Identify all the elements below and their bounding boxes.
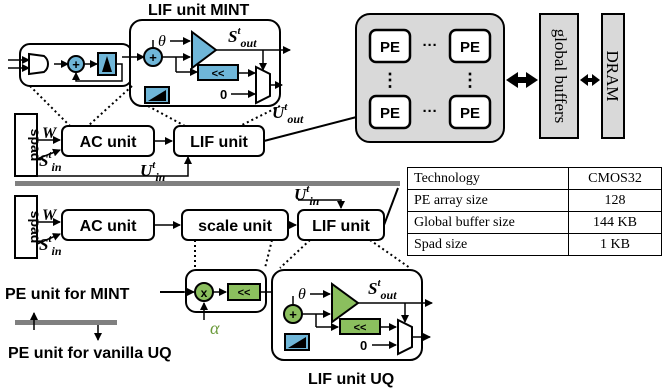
membrane-out-label: Utout — [272, 101, 304, 126]
table-row: Spad size 1 KB — [407, 233, 662, 256]
spike-in-top-label: Stin — [39, 149, 62, 174]
spec-table: Technology CMOS32 PE array size 128 Glob… — [407, 167, 662, 256]
svg-text:θ: θ — [158, 33, 166, 50]
lif-uq-comparator — [331, 282, 360, 324]
dram-box — [601, 13, 625, 139]
pe-top-left — [368, 28, 412, 64]
spec-value: 144 KB — [568, 211, 662, 234]
arrow-buffers-dram — [580, 74, 600, 86]
lif-mint-title: LIF unit MINT — [148, 2, 250, 19]
arrow-pe-buffers — [506, 72, 538, 88]
pe-bottom-right — [448, 94, 492, 130]
table-row: Global buffer size 144 KB — [407, 211, 662, 234]
svg-text:+: + — [72, 57, 80, 72]
svg-text:+: + — [289, 307, 297, 322]
svg-text:global buffers: global buffers — [551, 29, 570, 124]
legend-divider — [15, 320, 117, 325]
svg-text:···: ··· — [423, 103, 438, 120]
spec-label: PE array size — [407, 189, 569, 212]
svg-text:⋮: ⋮ — [381, 70, 399, 90]
global-buffers-box — [539, 13, 579, 139]
svg-text:θ: θ — [298, 286, 306, 303]
svg-text:<<: << — [212, 68, 225, 80]
spec-value: 1 KB — [568, 233, 662, 256]
membrane-in-bottom-label: Utin — [294, 183, 320, 208]
svg-text:+: + — [149, 50, 157, 65]
membrane-in-top-label: Utin — [140, 159, 166, 184]
spad-bottom — [14, 195, 38, 259]
svg-text:⋮: ⋮ — [461, 70, 479, 90]
svg-text:AC unit: AC unit — [80, 134, 138, 151]
pe-top-right — [448, 28, 492, 64]
svg-text:PE: PE — [380, 105, 400, 122]
svg-text:spad: spad — [28, 129, 44, 162]
lif-uq-title: LIF unit UQ — [308, 371, 394, 388]
svg-text:spad: spad — [28, 211, 44, 244]
svg-text:scale unit: scale unit — [198, 218, 272, 235]
alpha-label: α — [210, 318, 220, 338]
svg-text:0: 0 — [360, 338, 367, 353]
svg-text:LIF unit: LIF unit — [312, 218, 370, 235]
spec-label: Global buffer size — [407, 211, 569, 234]
legend-vanilla: PE unit for vanilla UQ — [8, 345, 172, 362]
pe-bottom-left — [368, 94, 412, 130]
svg-text:<<: << — [354, 322, 367, 334]
front-end-mux — [28, 52, 49, 76]
svg-text:x: x — [201, 286, 208, 300]
spec-value: 128 — [568, 189, 662, 212]
spike-out-label: Stout — [228, 25, 257, 50]
spike-out-uq-label: Stout — [368, 277, 397, 302]
svg-text:DRAM: DRAM — [603, 50, 622, 101]
svg-text:0: 0 — [220, 87, 227, 102]
table-row: Technology CMOS32 — [407, 167, 662, 190]
svg-text:PE: PE — [460, 105, 480, 122]
lif-mint-box — [129, 19, 281, 107]
spike-in-bottom-label: Stin — [39, 233, 62, 258]
spec-value: CMOS32 — [568, 167, 662, 190]
svg-text:PE: PE — [460, 39, 480, 56]
svg-text:LIF unit: LIF unit — [190, 134, 248, 151]
section-divider — [15, 181, 400, 186]
svg-text:···: ··· — [423, 37, 438, 54]
table-row: PE array size 128 — [407, 189, 662, 212]
lif-mint-mux — [255, 65, 271, 105]
legend-mint: PE unit for MINT — [5, 286, 130, 303]
lif-mint-comparator — [191, 30, 218, 70]
spec-label: Technology — [407, 167, 569, 190]
lif-uq-mux — [397, 318, 413, 356]
svg-text:AC unit: AC unit — [80, 218, 138, 235]
spec-label: Spad size — [407, 233, 569, 256]
svg-text:PE: PE — [380, 39, 400, 56]
spad-top — [14, 113, 38, 177]
svg-text:<<: << — [238, 287, 251, 299]
